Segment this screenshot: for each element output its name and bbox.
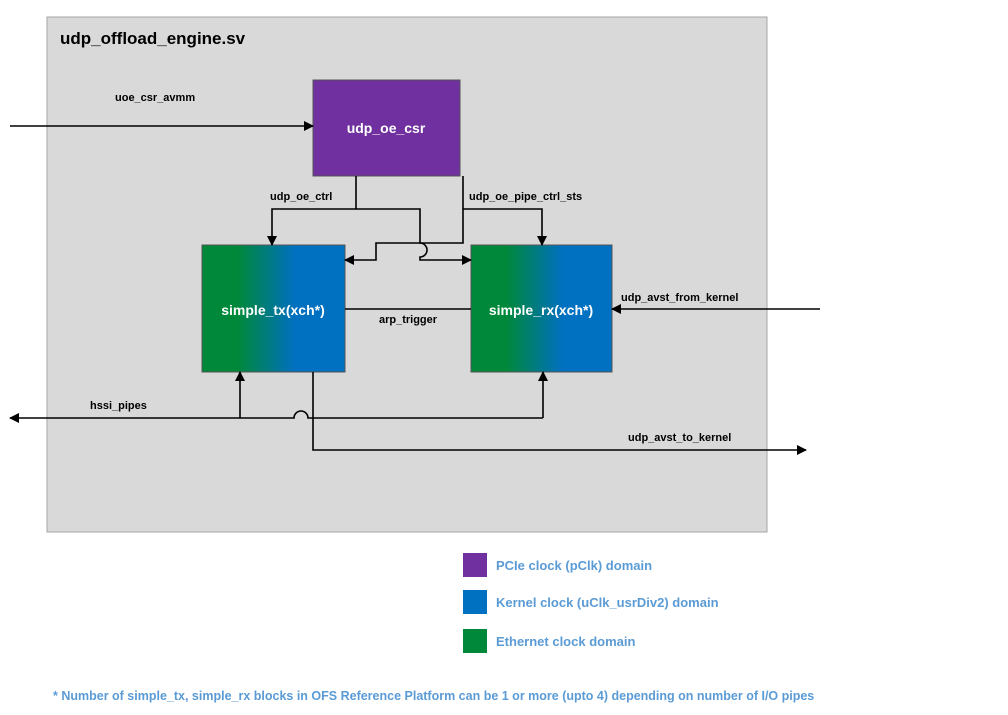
arp-trigger-label: arp_trigger <box>379 314 438 326</box>
simple-tx-label: simple_tx(xch*) <box>221 302 324 318</box>
to-kernel-wire <box>312 372 807 455</box>
hssi-pipes-bus <box>9 410 543 423</box>
pipe-ctrl-sts-label: udp_oe_pipe_ctrl_sts <box>469 191 582 203</box>
legend-label-ethernet: Ethernet clock domain <box>496 634 635 649</box>
legend-label-kernel: Kernel clock (uClk_usrDiv2) domain <box>496 595 719 610</box>
legend-swatch-kernel <box>463 590 487 614</box>
legend-swatch-pcie <box>463 553 487 577</box>
to-kernel-label: udp_avst_to_kernel <box>628 432 731 444</box>
udp-oe-csr-block <box>312 79 461 177</box>
pipe-ctrl-sts-wire-to-rx <box>462 176 547 246</box>
csr-avmm-label: uoe_csr_avmm <box>115 92 195 104</box>
footnote: * Number of simple_tx, simple_rx blocks … <box>53 689 814 703</box>
simple-rx-block <box>470 244 613 373</box>
ctrl-label: udp_oe_ctrl <box>270 191 332 203</box>
pipe-ctrl-sts-wire-to-tx <box>344 209 464 265</box>
simple-rx-label: simple_rx(xch*) <box>489 302 593 318</box>
module-title: udp_offload_engine.sv <box>60 29 246 48</box>
hssi-pipes-label: hssi_pipes <box>90 400 147 412</box>
udp-oe-csr-label: udp_oe_csr <box>347 120 426 136</box>
legend-label-pcie: PCIe clock (pClk) domain <box>496 558 652 573</box>
ctrl-wire-to-tx <box>267 176 357 246</box>
legend-swatch-ethernet <box>463 629 487 653</box>
from-kernel-label: udp_avst_from_kernel <box>621 292 738 304</box>
